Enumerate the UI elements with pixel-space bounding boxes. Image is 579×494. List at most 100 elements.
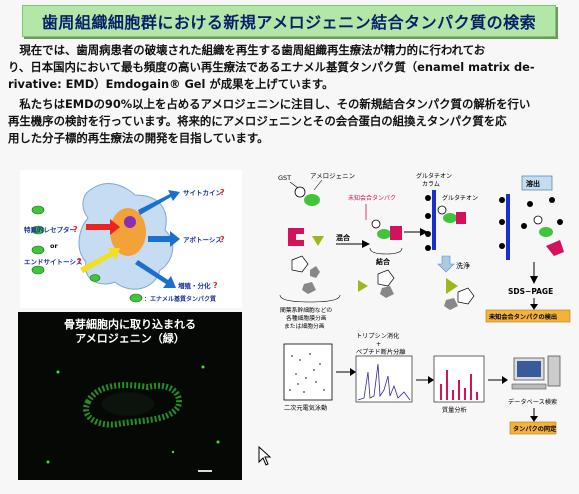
label-trypsin: トリプシン消化 xyxy=(356,332,399,340)
arrow-proliferation xyxy=(135,260,176,288)
mouse-cursor-icon xyxy=(258,445,272,470)
label-mass: 質量分析 xyxy=(442,406,467,414)
gst-on-column xyxy=(437,205,447,215)
gray-cross-icon-2 xyxy=(302,282,316,294)
magenta-protein-icon xyxy=(288,228,304,246)
emd-particle-legend xyxy=(129,293,143,303)
label-cell-fraction-3: または細胞分画 xyxy=(284,322,325,330)
label-receptor: 特異的レセプター xyxy=(24,225,76,234)
white-pentagon-right xyxy=(377,269,395,287)
label-elution: 溶出 xyxy=(526,179,540,188)
wash-arrow xyxy=(437,255,455,273)
bead xyxy=(499,243,505,249)
aim-line-2: 再生機序の検討を行っています。将来的にアメロジェニンとその会合蛋白の組換えタンパ… xyxy=(8,114,507,128)
label-glutathione-column-2: カラム xyxy=(422,181,440,188)
label-proliferation: 増殖・分化 xyxy=(178,281,211,290)
bead-free xyxy=(549,197,555,203)
cell-mechanism-diagram: 特異的レセプター ? or エンドサイトーシス ? サイトカイン ? アポトーシ… xyxy=(20,170,242,308)
elution-box xyxy=(521,175,553,191)
gray-cross-right xyxy=(380,286,394,298)
chromatogram-trace xyxy=(357,363,411,401)
label-detect: 未知会合タンパクの検出 xyxy=(488,313,557,321)
label-unknown-assoc: 未知会合タンパク xyxy=(348,194,396,202)
intro-paragraph: 現在では、歯周病患者の破壊された組織を再生する歯周組織再生療法が精力的に行われて… xyxy=(8,42,574,93)
label-wash: 洗浄 xyxy=(456,261,470,270)
magenta-on-column xyxy=(456,212,466,224)
label-apoptosis: アポトーシス xyxy=(183,235,222,244)
cell-nucleus-dark xyxy=(102,392,154,416)
label-protein-id: タンパクの同定 xyxy=(513,425,557,433)
qmark-cytokine: ? xyxy=(220,188,225,197)
label-cell-fraction-2: 各種細胞膜分画 xyxy=(286,314,327,322)
gray-cross-icon xyxy=(310,266,320,278)
bead xyxy=(425,213,431,219)
green-dot xyxy=(56,370,60,374)
green-dot xyxy=(46,460,50,464)
label-cytokine: サイトカイン xyxy=(183,189,223,197)
olive-triangle-wash xyxy=(446,278,458,294)
qmark-apoptosis: ? xyxy=(220,235,225,244)
bead-free xyxy=(527,201,533,207)
gst-icon xyxy=(294,186,306,198)
olive-triangle-icon xyxy=(312,236,324,246)
label-plus: + xyxy=(376,341,381,348)
white-pentagon-icon xyxy=(291,255,309,273)
label-electrophoresis: 二次元電気泳動 xyxy=(284,404,327,412)
amelogenin-on-column xyxy=(443,213,457,223)
label-glutathione-column-1: グルタチオン xyxy=(416,172,452,180)
label-db-search: データベース検索 xyxy=(508,398,557,406)
label-mix: 混合 xyxy=(336,233,351,242)
olive-triangle-right xyxy=(358,280,368,292)
emd-particle xyxy=(31,245,45,255)
micrograph-caption-2: アメロジェニン（緑） xyxy=(75,332,185,345)
gst-eluted xyxy=(533,215,543,225)
green-dot xyxy=(216,440,220,444)
label-cell-fraction-1: 間葉系幹細胞などの xyxy=(280,306,332,314)
arrow-endocytosis xyxy=(80,248,120,273)
magenta-bound-icon xyxy=(390,226,402,240)
qmark-proliferation: ? xyxy=(213,281,218,290)
bead xyxy=(425,245,431,251)
legend-text: ：エナメル基質タンパク質 xyxy=(144,295,216,303)
label-sds-page: SDS−PAGE xyxy=(508,287,553,296)
emd-particle xyxy=(31,205,45,215)
chromatogram xyxy=(355,355,413,403)
amelogenin-bound-icon xyxy=(377,229,391,239)
qmark-endocytosis: ? xyxy=(77,257,82,266)
label-or: or xyxy=(50,242,58,250)
arrow-receptor xyxy=(86,219,120,235)
aim-paragraph: 私たちはEMDの90%以上を占めるアメロジェニンに注目し、その新規結合タンパク質… xyxy=(8,96,574,147)
green-dot xyxy=(201,365,205,369)
label-gst: GST xyxy=(278,174,291,182)
arrow-cytokine xyxy=(138,190,180,215)
label-endocytosis: エンドサイトーシス xyxy=(24,258,82,266)
white-pentagon-wash xyxy=(457,287,475,305)
label-amelogenin: アメロジェニン xyxy=(310,172,355,180)
binding-protein-flowchart: GST アメロジェニン 間葉系幹細胞などの 各種細胞膜分画 または細胞分画 混合… xyxy=(270,160,576,490)
magenta-eluted xyxy=(546,240,564,256)
scale-bar xyxy=(198,470,212,472)
fluorescence-micrograph: 骨芽細胞内に取り込まれる アメロジェニン（緑） xyxy=(18,312,242,480)
micrograph-caption-1: 骨芽細胞内に取り込まれる xyxy=(64,318,196,331)
amelogenin-icon xyxy=(304,194,320,206)
detect-box xyxy=(485,309,571,323)
label-peptide: ペプチド断片分離 xyxy=(356,348,406,356)
intro-line-1: 現在では、歯周病患者の破壊された組織を再生する歯周組織再生療法が精力的に行われて… xyxy=(8,43,486,57)
green-dot xyxy=(171,450,175,454)
gray-cross-wash xyxy=(444,298,458,310)
intro-line-2: り、日本国内において最も頻度の高い再生療法であるエナメル基質タンパク質（enam… xyxy=(8,60,535,74)
label-glutathione: グルタチオン xyxy=(442,194,478,202)
emd-particle xyxy=(31,265,45,275)
computer-tower xyxy=(547,355,561,387)
gel-2d-image xyxy=(283,343,333,401)
bead xyxy=(499,219,505,225)
emd-particle xyxy=(31,225,45,235)
column-bar xyxy=(432,190,436,250)
gst-bound-icon xyxy=(371,219,381,229)
arrow-apoptosis xyxy=(148,231,180,247)
elution-bar xyxy=(506,194,510,260)
cell-outline-green xyxy=(83,382,182,428)
protein-id-box xyxy=(509,421,557,435)
qmark-receptor: ? xyxy=(73,225,78,234)
page-title: 歯周組織細胞群における新規アメロジェニン結合タンパク質の検索 xyxy=(22,5,556,37)
